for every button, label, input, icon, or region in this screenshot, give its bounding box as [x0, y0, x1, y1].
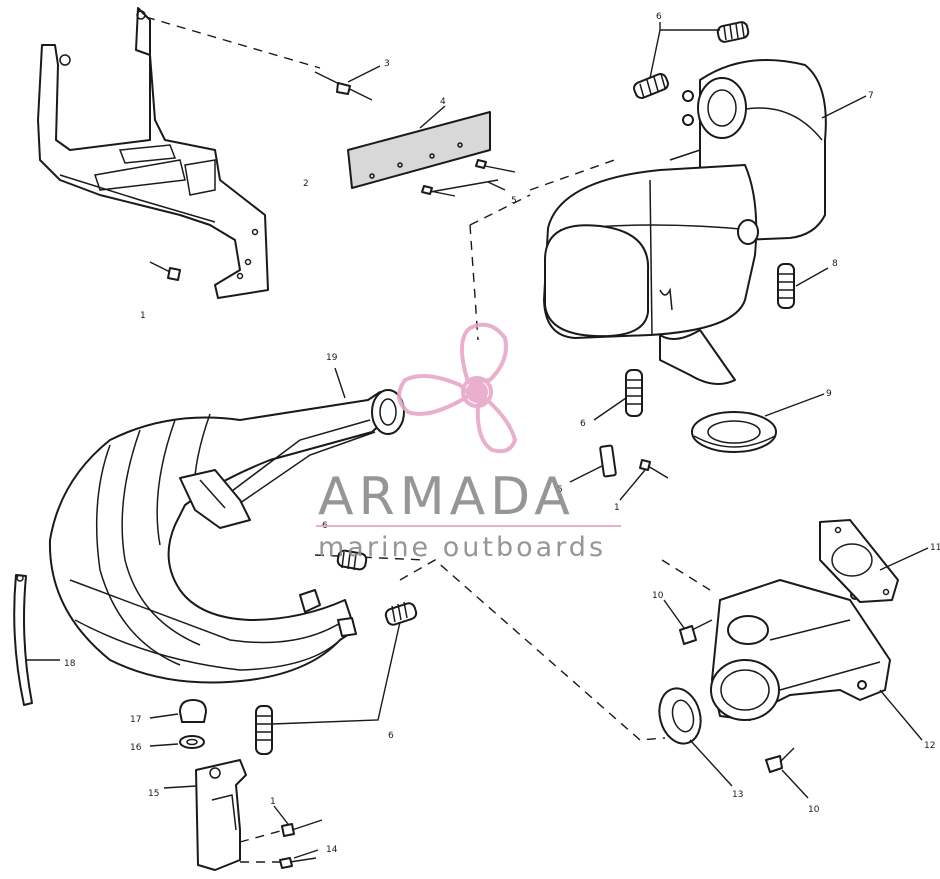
- callout-14: 14: [326, 845, 338, 855]
- exhaust-elbow-part-12: [710, 579, 923, 741]
- washer-part-16: [149, 735, 205, 749]
- flange-gasket-part-11: [819, 519, 929, 603]
- expansion-chamber-part-19: [48, 367, 405, 684]
- callout-10-top: 10: [652, 591, 664, 601]
- rubber-cap-part-17: [149, 699, 207, 723]
- screw-part-1-bottom: [239, 805, 323, 843]
- screw-part-14: [240, 849, 319, 869]
- callout-12: 12: [924, 741, 935, 751]
- spring-part-6-left: [336, 549, 368, 571]
- callout-11: 11: [930, 543, 940, 553]
- callout-2: 2: [303, 179, 309, 189]
- bolt-part-10-top: [663, 599, 713, 645]
- screw-part-3: [314, 65, 381, 101]
- spring-part-6-bottom-b: [255, 705, 273, 755]
- callout-7: 7: [868, 91, 874, 101]
- spring-part-6-mid: [593, 369, 643, 421]
- propeller-icon: [397, 322, 518, 454]
- callout-1-mid: 1: [614, 503, 620, 513]
- callout-15: 15: [148, 789, 159, 799]
- callout-5-mid: 5: [557, 485, 563, 495]
- callout-4: 4: [440, 97, 446, 107]
- ring-gasket-part-13: [658, 687, 733, 787]
- callout-19: 19: [326, 353, 338, 363]
- callout-3: 3: [384, 59, 390, 69]
- muffler-part-7: [543, 59, 867, 385]
- screw-part-1-mid: [619, 459, 669, 501]
- armada-logo-watermark: ARMADA marine outboards: [316, 322, 621, 563]
- callout-9: 9: [826, 389, 832, 399]
- watermark-brand: ARMADA: [318, 467, 575, 527]
- callout-1-top: 1: [140, 311, 146, 321]
- callout-17: 17: [130, 715, 141, 725]
- heat-shield-plate-part-4: [347, 105, 491, 189]
- spring-part-6-top-left: [633, 73, 669, 99]
- watermark-tagline: marine outboards: [318, 532, 606, 563]
- spring-part-6-bottom-a: [384, 601, 418, 626]
- callout-1-bottom: 1: [270, 797, 276, 807]
- callout-6-mid: 6: [580, 419, 586, 429]
- bolt-part-10-bottom: [765, 747, 809, 799]
- lower-bracket-part-15: [163, 759, 247, 871]
- screws-part-5-top: [421, 159, 516, 197]
- callout-5-top: 5: [511, 196, 517, 206]
- callout-6-bottom: 6: [388, 731, 394, 741]
- callout-8: 8: [832, 259, 838, 269]
- callout-13: 13: [732, 790, 743, 800]
- spring-part-6-top-right: [716, 21, 750, 43]
- callout-18: 18: [64, 659, 76, 669]
- callout-6-top: 6: [656, 12, 662, 22]
- screw-part-1-top: [149, 261, 181, 281]
- gasket-ring-part-9: [691, 393, 825, 453]
- spring-part-6-right: [777, 263, 829, 309]
- clip-part-5-mid: [569, 444, 617, 483]
- callout-10-bottom: 10: [808, 805, 820, 815]
- callout-16: 16: [130, 743, 142, 753]
- strap-part-18: [13, 574, 60, 706]
- mounting-bracket-part-2: [37, 7, 269, 299]
